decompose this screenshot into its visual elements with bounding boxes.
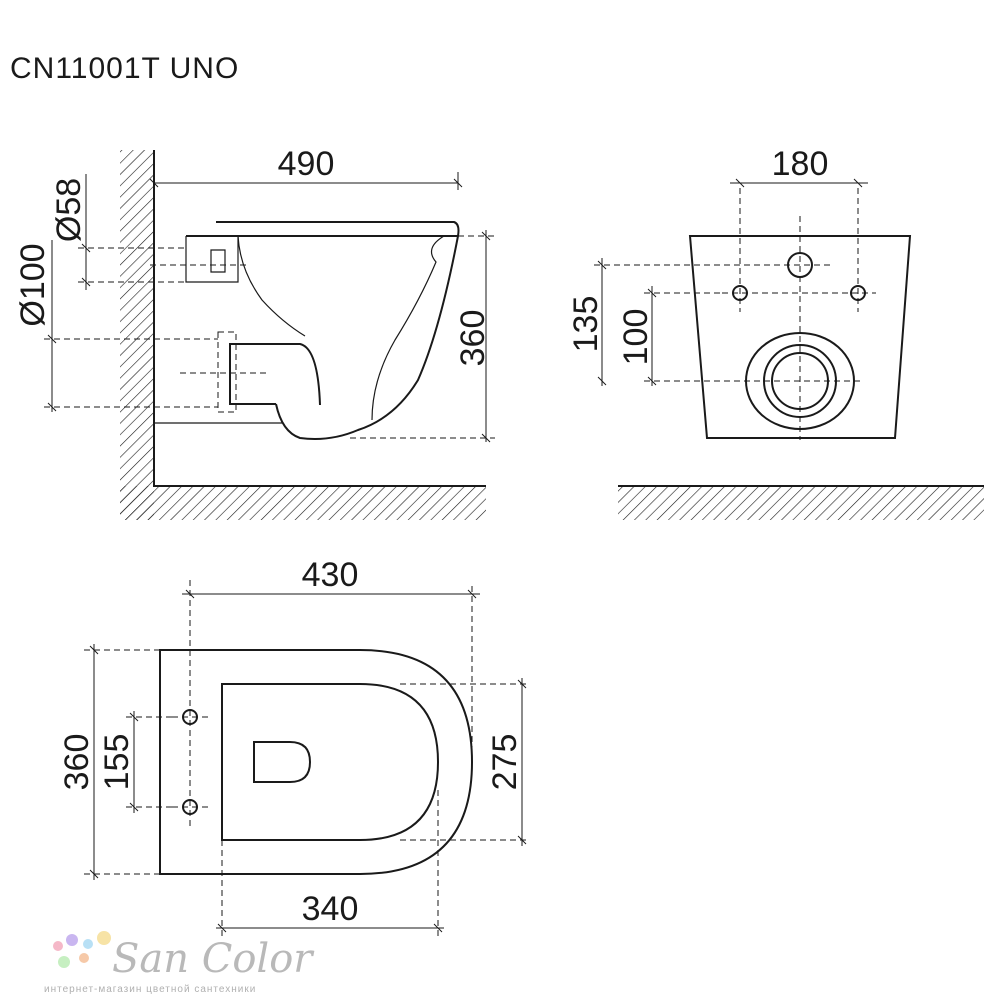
top-length-label: 430 [302, 556, 359, 594]
front-height-upper-label: 135 [567, 296, 605, 353]
pipe-small-label: Ø58 [50, 178, 88, 242]
front-hole-spacing-label: 180 [772, 145, 829, 183]
front-floor-hatch [618, 486, 984, 520]
logo-dot [79, 953, 89, 963]
top-view: 430 360 155 275 340 [58, 556, 530, 936]
top-bowl-opening [221, 683, 440, 841]
top-width-label: 360 [58, 734, 96, 791]
logo: San Color интернет-магазин цветной санте… [44, 931, 315, 995]
top-outline [159, 649, 474, 875]
pipe-large-label: Ø100 [14, 243, 52, 326]
logo-dot [83, 939, 93, 949]
logo-name: San Color [112, 936, 315, 982]
logo-dot [66, 934, 78, 946]
drawing-title: CN11001T UNO [10, 52, 239, 85]
logo-dot [97, 931, 111, 945]
logo-dots [53, 931, 111, 968]
side-width-label: 490 [278, 145, 335, 183]
top-rim-recess [253, 741, 312, 783]
side-height-label: 360 [454, 310, 492, 367]
top-inner-length-label: 340 [302, 890, 359, 928]
front-height-lower-label: 100 [617, 309, 655, 366]
side-view: 490 360 Ø58 Ø100 [14, 145, 495, 520]
floor-hatch [120, 486, 486, 520]
logo-tagline: интернет-магазин цветной сантехники [44, 984, 256, 995]
wall-hatch [120, 150, 154, 520]
logo-dot [58, 956, 70, 968]
front-view: 180 135 100 [567, 145, 984, 520]
top-inner-width-label: 275 [486, 734, 524, 791]
side-bowl-outline [186, 221, 460, 440]
logo-dot [53, 941, 63, 951]
front-outline [688, 235, 912, 439]
top-hole-spacing-label: 155 [98, 734, 136, 791]
